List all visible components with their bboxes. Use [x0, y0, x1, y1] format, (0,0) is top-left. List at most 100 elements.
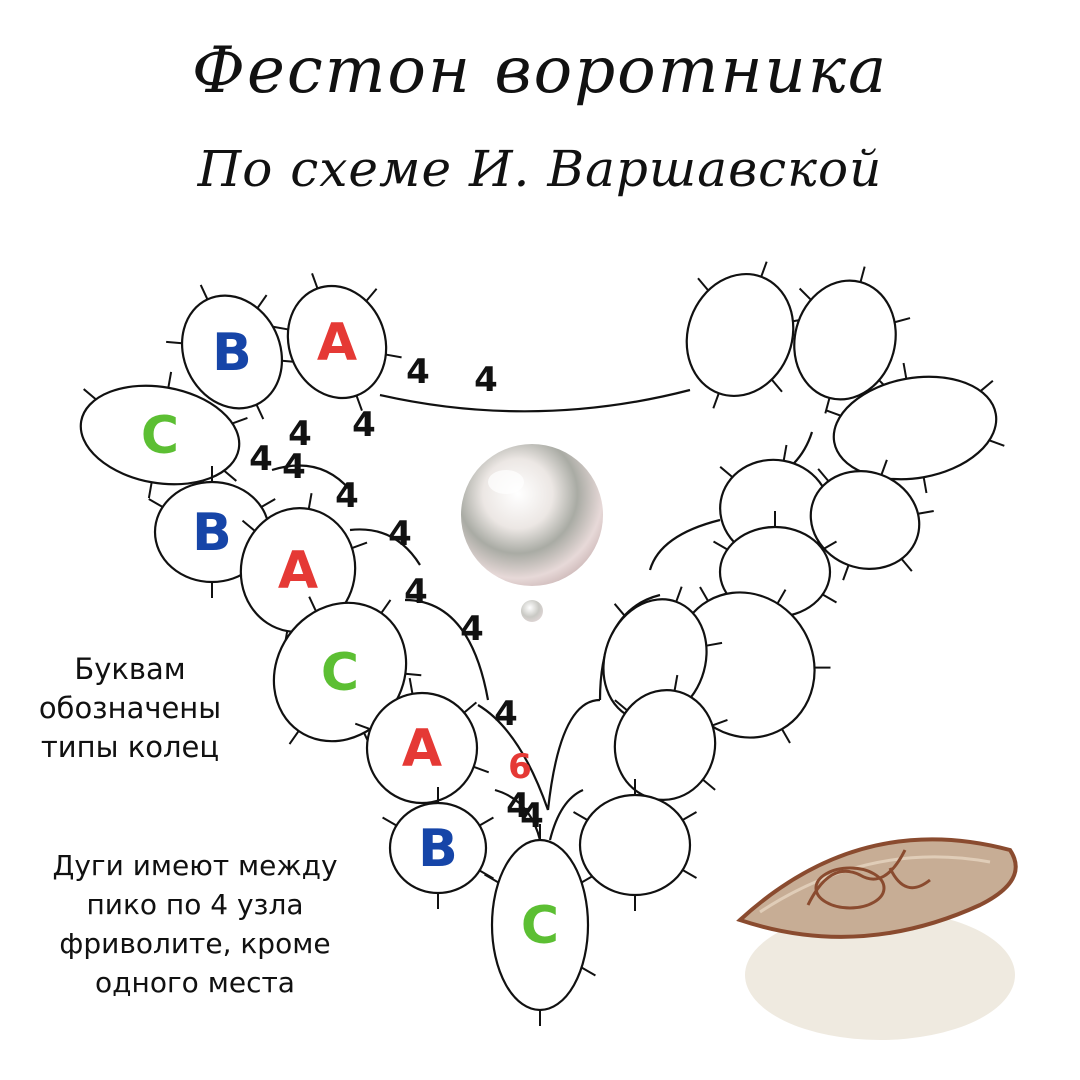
picot	[260, 498, 276, 508]
chain-arc	[404, 598, 490, 701]
picot	[859, 266, 866, 283]
picot	[979, 379, 994, 392]
chain-arc	[548, 788, 584, 841]
small-pearl-bead	[521, 600, 543, 622]
diagram-title: Фестон воротника	[191, 34, 889, 108]
picot	[822, 593, 837, 604]
tatting-ring	[825, 362, 1005, 494]
stitch-count: 4	[494, 694, 518, 734]
picot	[463, 701, 478, 714]
picot	[922, 477, 928, 494]
picot	[900, 558, 913, 572]
picot	[770, 378, 783, 393]
stitch-count: 4	[335, 476, 359, 516]
left-rings	[79, 273, 596, 1026]
picot	[814, 666, 831, 669]
chain-arc	[648, 518, 721, 571]
ring-label-b: B	[212, 323, 252, 383]
stitch-count: 4	[460, 609, 484, 649]
chain-arc	[494, 788, 542, 841]
picot	[405, 672, 422, 677]
picot	[712, 719, 728, 727]
picot	[713, 540, 728, 551]
tatting-shuttle-logo	[736, 837, 1018, 1040]
picot	[782, 444, 788, 461]
picot	[825, 409, 842, 417]
tatting-ring	[573, 779, 697, 911]
chain-arc	[546, 698, 601, 811]
ring-label-c: C	[521, 896, 559, 956]
picot	[675, 586, 683, 603]
picot	[382, 816, 397, 827]
picot	[408, 677, 414, 695]
stitch-count: 4	[404, 572, 428, 612]
picot	[842, 564, 850, 581]
picot	[380, 599, 392, 614]
picot	[473, 765, 490, 774]
picot	[581, 966, 596, 977]
picot	[817, 468, 830, 482]
picot	[223, 469, 237, 482]
note-arc-stitches: Дуги имеют между пико по 4 узла фриволит…	[52, 849, 338, 999]
picot	[241, 519, 256, 532]
stitch-count: 4	[388, 514, 412, 554]
stitch-count: 4	[506, 786, 530, 826]
picot	[988, 439, 1005, 447]
picot	[308, 596, 317, 612]
picot	[232, 416, 248, 425]
chain-arc	[271, 464, 351, 491]
picot	[798, 287, 812, 301]
stitch-count: 4	[282, 447, 306, 487]
ring-label-c: C	[321, 643, 359, 703]
picot	[613, 603, 626, 617]
picot	[147, 482, 153, 499]
note-ring-letters: Буквам обозначены типы колец	[38, 652, 222, 764]
ring-label-a: A	[278, 541, 318, 601]
picot	[484, 873, 499, 884]
right-rings	[573, 261, 1005, 911]
chain-arc	[349, 528, 421, 566]
picot	[614, 699, 628, 712]
ring-label-a: A	[317, 313, 357, 373]
picot	[699, 586, 709, 602]
picot	[673, 674, 679, 692]
tatting-ring	[809, 459, 934, 581]
picot	[902, 362, 908, 379]
tatting-ring	[79, 371, 248, 499]
picot	[760, 261, 768, 278]
picot	[880, 459, 888, 476]
diagram-subtitle: По схеме И. Варшавской	[197, 140, 883, 198]
picot	[255, 404, 265, 420]
tatting-ring	[239, 493, 368, 647]
picot	[199, 284, 209, 300]
picot	[256, 294, 268, 309]
tatting-ring	[382, 787, 494, 909]
picot	[573, 811, 588, 821]
large-pearl-bead	[461, 444, 603, 586]
ring-label-a: A	[402, 719, 442, 779]
picot	[712, 392, 720, 409]
picot	[917, 509, 934, 515]
picot	[702, 778, 716, 791]
ring-label-b: B	[418, 819, 458, 879]
stitch-count: 4	[288, 414, 312, 454]
picot	[307, 493, 313, 510]
picot	[148, 498, 164, 508]
chain-arc	[477, 704, 550, 811]
ring-label-b: B	[192, 503, 232, 563]
stitch-count: 4	[406, 352, 430, 392]
picot	[682, 869, 697, 879]
stitch-count: 4	[474, 360, 498, 400]
picot	[479, 816, 494, 827]
picot	[385, 353, 402, 359]
stitch-count: 4	[520, 796, 544, 836]
picot	[781, 728, 791, 744]
stitch-count: 4	[249, 439, 273, 479]
picot	[719, 466, 734, 478]
picot	[776, 589, 787, 605]
tatting-ring	[272, 273, 402, 411]
picot	[288, 730, 300, 745]
picot	[822, 540, 837, 551]
picot	[365, 288, 378, 302]
